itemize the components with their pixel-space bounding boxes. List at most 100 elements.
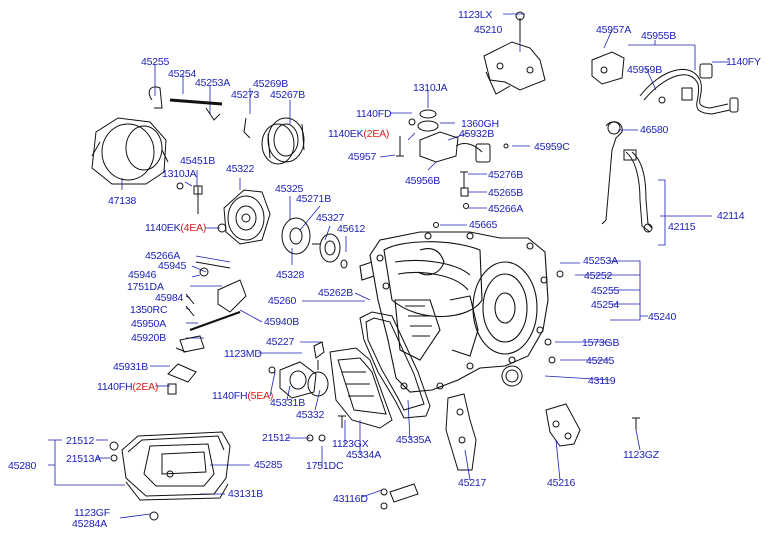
part-label-45322: 45322 bbox=[226, 163, 254, 175]
part-number: 45612 bbox=[337, 223, 366, 235]
oil-pump-45322 bbox=[217, 189, 271, 245]
part-label-45253a_r: 45253A bbox=[583, 255, 618, 267]
part-number: 45335A bbox=[396, 434, 432, 446]
part-number: 45940B bbox=[264, 316, 300, 328]
manual-shaft-linkage bbox=[167, 261, 247, 395]
bell-housing-47138 bbox=[91, 117, 169, 185]
part-number: 1310JA bbox=[413, 82, 448, 94]
part-label-47138: 47138 bbox=[108, 195, 136, 207]
part-number: 1751DC bbox=[306, 460, 344, 472]
part-number: 1360GH bbox=[461, 118, 499, 130]
part-label-45931b: 45931B bbox=[113, 361, 148, 373]
part-label-45328: 45328 bbox=[276, 269, 304, 281]
part-number: 45955B bbox=[641, 30, 677, 42]
dipstick-tube bbox=[601, 121, 653, 233]
part-number: 1140FH bbox=[97, 381, 133, 393]
part-number: 45331B bbox=[270, 397, 306, 409]
part-number: 45265B bbox=[488, 187, 524, 199]
part-number: 45271B bbox=[296, 193, 332, 205]
part-number: 45210 bbox=[474, 24, 503, 36]
part-label-1310ja_top: 1310JA bbox=[413, 82, 448, 94]
part-label-45271b: 45271B bbox=[296, 193, 331, 205]
part-label-45227: 45227 bbox=[266, 336, 294, 348]
part-number: 45273 bbox=[231, 89, 260, 101]
part-label-45266a_r: 45266A bbox=[488, 203, 523, 215]
part-number: 1140EK bbox=[328, 128, 364, 140]
piston-rings bbox=[243, 117, 305, 165]
part-number: 45253A bbox=[583, 255, 619, 267]
part-label-45950a: 45950A bbox=[131, 318, 166, 330]
valve-body-cover bbox=[329, 311, 431, 429]
part-number: 1123MD bbox=[224, 348, 262, 360]
part-number: 45255 bbox=[591, 285, 620, 297]
part-label-45327: 45327 bbox=[316, 212, 344, 224]
part-number: 45956B bbox=[405, 175, 441, 187]
bracket-45210 bbox=[483, 11, 546, 95]
part-label-45210: 45210 bbox=[474, 24, 502, 36]
part-number: 45945 bbox=[158, 260, 187, 272]
part-number: 45260 bbox=[268, 295, 297, 307]
part-label-45269b: 45269B bbox=[253, 78, 288, 90]
part-label-45956b: 45956B bbox=[405, 175, 440, 187]
part-label-45957a: 45957A bbox=[596, 24, 631, 36]
part-number: 45322 bbox=[226, 163, 255, 175]
part-quantity: (2EA) bbox=[363, 128, 390, 140]
part-label-45280: 45280 bbox=[8, 460, 36, 472]
part-number: 45920B bbox=[131, 332, 167, 344]
part-label-1310ja_l: 1310JA bbox=[162, 168, 197, 180]
part-label-45946: 45946 bbox=[128, 269, 156, 281]
part-number: 45254 bbox=[168, 68, 197, 80]
part-label-45940b: 45940B bbox=[264, 316, 299, 328]
part-label-45984: 45984 bbox=[155, 292, 183, 304]
part-number: 45950A bbox=[131, 318, 167, 330]
part-label-45285: 45285 bbox=[254, 459, 282, 471]
part-label-42114: 42114 bbox=[717, 210, 745, 222]
part-label-1140ek_4: 1140EK(4EA) bbox=[145, 222, 206, 234]
part-number: 1123GX bbox=[332, 438, 369, 450]
part-label-21512_l: 21512 bbox=[66, 435, 94, 447]
part-label-43131b: 43131B bbox=[228, 488, 263, 500]
mounting-brackets bbox=[306, 270, 640, 510]
part-number: 1123LX bbox=[458, 9, 493, 21]
part-number: 45252 bbox=[584, 270, 613, 282]
part-label-45266a_l: 45266A bbox=[145, 250, 180, 262]
part-label-45955b: 45955B bbox=[641, 30, 676, 42]
part-label-45932b: 45932B bbox=[459, 128, 494, 140]
part-number: 45931B bbox=[113, 361, 149, 373]
part-number: 45216 bbox=[547, 477, 576, 489]
part-label-1751dc: 1751DC bbox=[306, 460, 344, 472]
part-number: 45285 bbox=[254, 459, 283, 471]
part-number: 45984 bbox=[155, 292, 184, 304]
governor-cluster bbox=[396, 109, 509, 228]
part-label-1123md: 1123MD bbox=[224, 348, 262, 360]
part-number: 1140FH bbox=[212, 390, 248, 402]
part-number: 45932B bbox=[459, 128, 495, 140]
shift-rod-45254 bbox=[148, 86, 223, 121]
part-number: 45332 bbox=[296, 409, 325, 421]
part-label-45276b: 45276B bbox=[488, 169, 523, 181]
part-number: 47138 bbox=[108, 195, 137, 207]
part-number: 1123GF bbox=[74, 507, 110, 519]
part-label-45959b: 45959B bbox=[627, 64, 662, 76]
part-number: 45266A bbox=[488, 203, 524, 215]
part-label-45945: 45945 bbox=[158, 260, 186, 272]
part-number: 1751DA bbox=[127, 281, 164, 293]
part-label-1140fh_2: 1140FH(2EA) bbox=[97, 381, 158, 393]
part-label-1140fd: 1140FD bbox=[356, 108, 392, 120]
part-number: 45266A bbox=[145, 250, 181, 262]
part-number: 45957A bbox=[596, 24, 632, 36]
part-label-1140fh_5: 1140FH(5EA) bbox=[212, 390, 273, 402]
part-number: 43119 bbox=[588, 375, 616, 387]
part-label-45451b: 45451B bbox=[180, 155, 215, 167]
part-label-45920b: 45920B bbox=[131, 332, 166, 344]
part-label-45240: 45240 bbox=[648, 311, 676, 323]
part-number: 45328 bbox=[276, 269, 305, 281]
part-label-43119: 43119 bbox=[588, 375, 616, 387]
part-number: 45262B bbox=[318, 287, 354, 299]
part-number: 46580 bbox=[640, 124, 669, 136]
part-number: 45254 bbox=[591, 299, 620, 311]
part-label-45335a: 45335A bbox=[396, 434, 431, 446]
part-number: 45253A bbox=[195, 77, 231, 89]
